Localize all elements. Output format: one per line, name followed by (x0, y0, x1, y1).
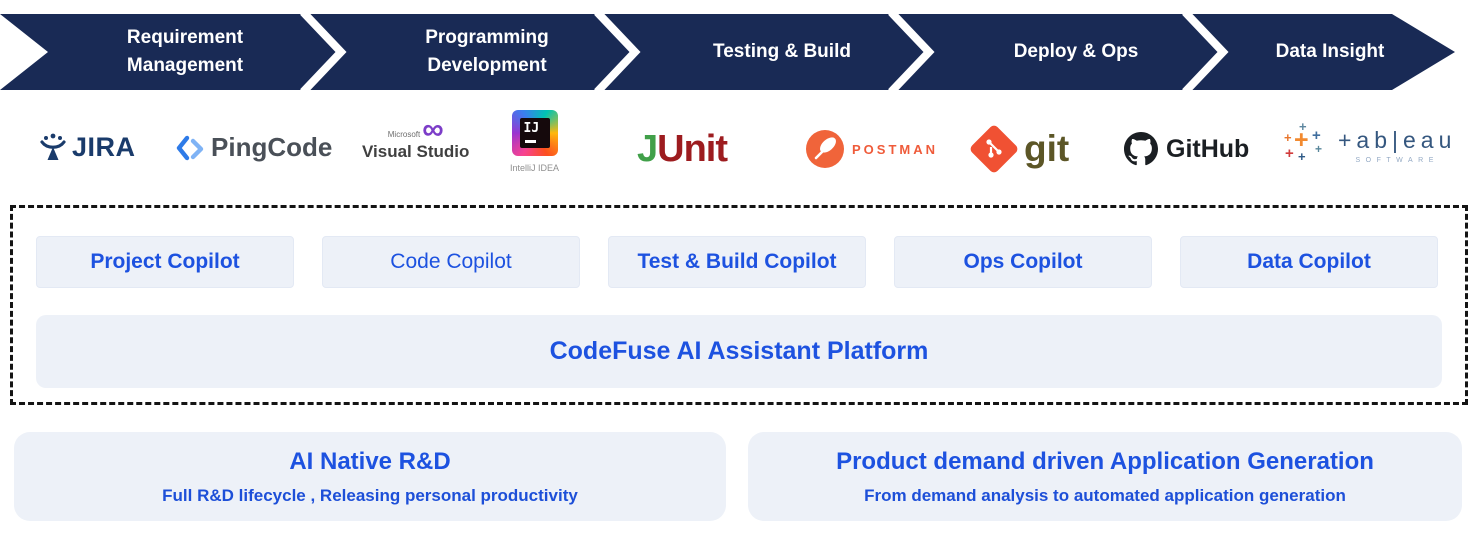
visual-studio-label: Visual Studio (362, 142, 470, 161)
tableau-icon: + + + + + + + (1284, 119, 1323, 164)
junit-j: J (637, 128, 658, 170)
jira-logo: JIRA (38, 132, 136, 163)
github-label: GitHub (1166, 134, 1250, 163)
postman-logo: POSTMAN (806, 130, 938, 168)
ops-copilot-box: Ops Copilot (894, 236, 1152, 288)
stage-testing-build: Testing & Build (713, 14, 851, 90)
chevron-separator (300, 14, 347, 90)
stage-label-line: Management (126, 55, 244, 76)
junit-label: Unit (657, 128, 728, 170)
card-title: Product demand driven Application Genera… (836, 447, 1374, 475)
test-build-copilot-box: Test & Build Copilot (608, 236, 866, 288)
intellij-label: IntelliJ IDEA (510, 163, 560, 173)
lifecycle-banner: Requirement Management Programming Devel… (0, 14, 1478, 90)
code-copilot-box: Code Copilot (322, 236, 580, 288)
stage-deploy-ops: Deploy & Ops (1014, 14, 1139, 90)
codefuse-dashed-container (10, 205, 1468, 405)
chevron-separator (888, 14, 935, 90)
chevron-band (0, 14, 1455, 90)
git-label: git (1024, 128, 1070, 169)
github-logo: GitHub (1124, 132, 1249, 166)
tableau-logo: + + + + + + + +ab|eau SOFTWARE (1284, 119, 1457, 168)
application-generation-card: Product demand driven Application Genera… (748, 432, 1462, 521)
jira-label: JIRA (72, 132, 136, 162)
ai-native-rd-card: AI Native R&D Full R&D lifecycle , Relea… (14, 432, 726, 521)
stage-label-line: Deploy & Ops (1013, 41, 1139, 63)
stage-programming-development: Programming Development (425, 14, 549, 90)
stage-label-line: Development (427, 55, 547, 76)
pingcode-label: PingCode (211, 132, 333, 162)
stage-requirement-management: Requirement Management (127, 14, 243, 90)
tableau-label: +ab|eau (1338, 126, 1457, 153)
visual-studio-infinity-icon: ∞ (422, 113, 444, 146)
chevron-separator (1182, 14, 1229, 90)
intellij-logo: IJ IntelliJ IDEA (510, 110, 559, 173)
intellij-icon: IJ (511, 110, 558, 156)
codefuse-platform-bar: CodeFuse AI Assistant Platform (36, 315, 1442, 388)
tableau-software-label: SOFTWARE (1355, 156, 1439, 164)
github-icon (1124, 132, 1158, 166)
intellij-underline (524, 140, 536, 143)
stage-label-line: Testing & Build (713, 41, 851, 63)
intellij-monogram: IJ (523, 121, 540, 136)
git-logo: git (968, 123, 1070, 174)
stage-data-insight: Data Insight (1276, 14, 1385, 90)
postman-label: POSTMAN (852, 141, 938, 157)
git-icon (968, 123, 1020, 174)
stage-label-line: Requirement (126, 27, 244, 49)
project-copilot-box: Project Copilot (36, 236, 294, 288)
tools-row: JIRA PingCode Microsoft ∞ Visual Studio … (0, 100, 1478, 196)
card-subtitle: Full R&D lifecycle , Releasing personal … (162, 485, 578, 505)
visual-studio-logo: Microsoft ∞ Visual Studio (362, 113, 470, 161)
postman-icon (806, 130, 844, 168)
data-copilot-box: Data Copilot (1180, 236, 1438, 288)
chevron-separator (594, 14, 641, 90)
card-subtitle: From demand analysis to automated applic… (864, 485, 1346, 505)
pingcode-logo: PingCode (176, 132, 332, 163)
pingcode-icon (176, 135, 204, 160)
visual-studio-brand: Microsoft (387, 130, 421, 139)
stage-label-line: Programming (425, 27, 549, 49)
stage-label-line: Data Insight (1275, 41, 1385, 63)
jira-icon (40, 133, 66, 160)
card-title: AI Native R&D (289, 447, 451, 475)
